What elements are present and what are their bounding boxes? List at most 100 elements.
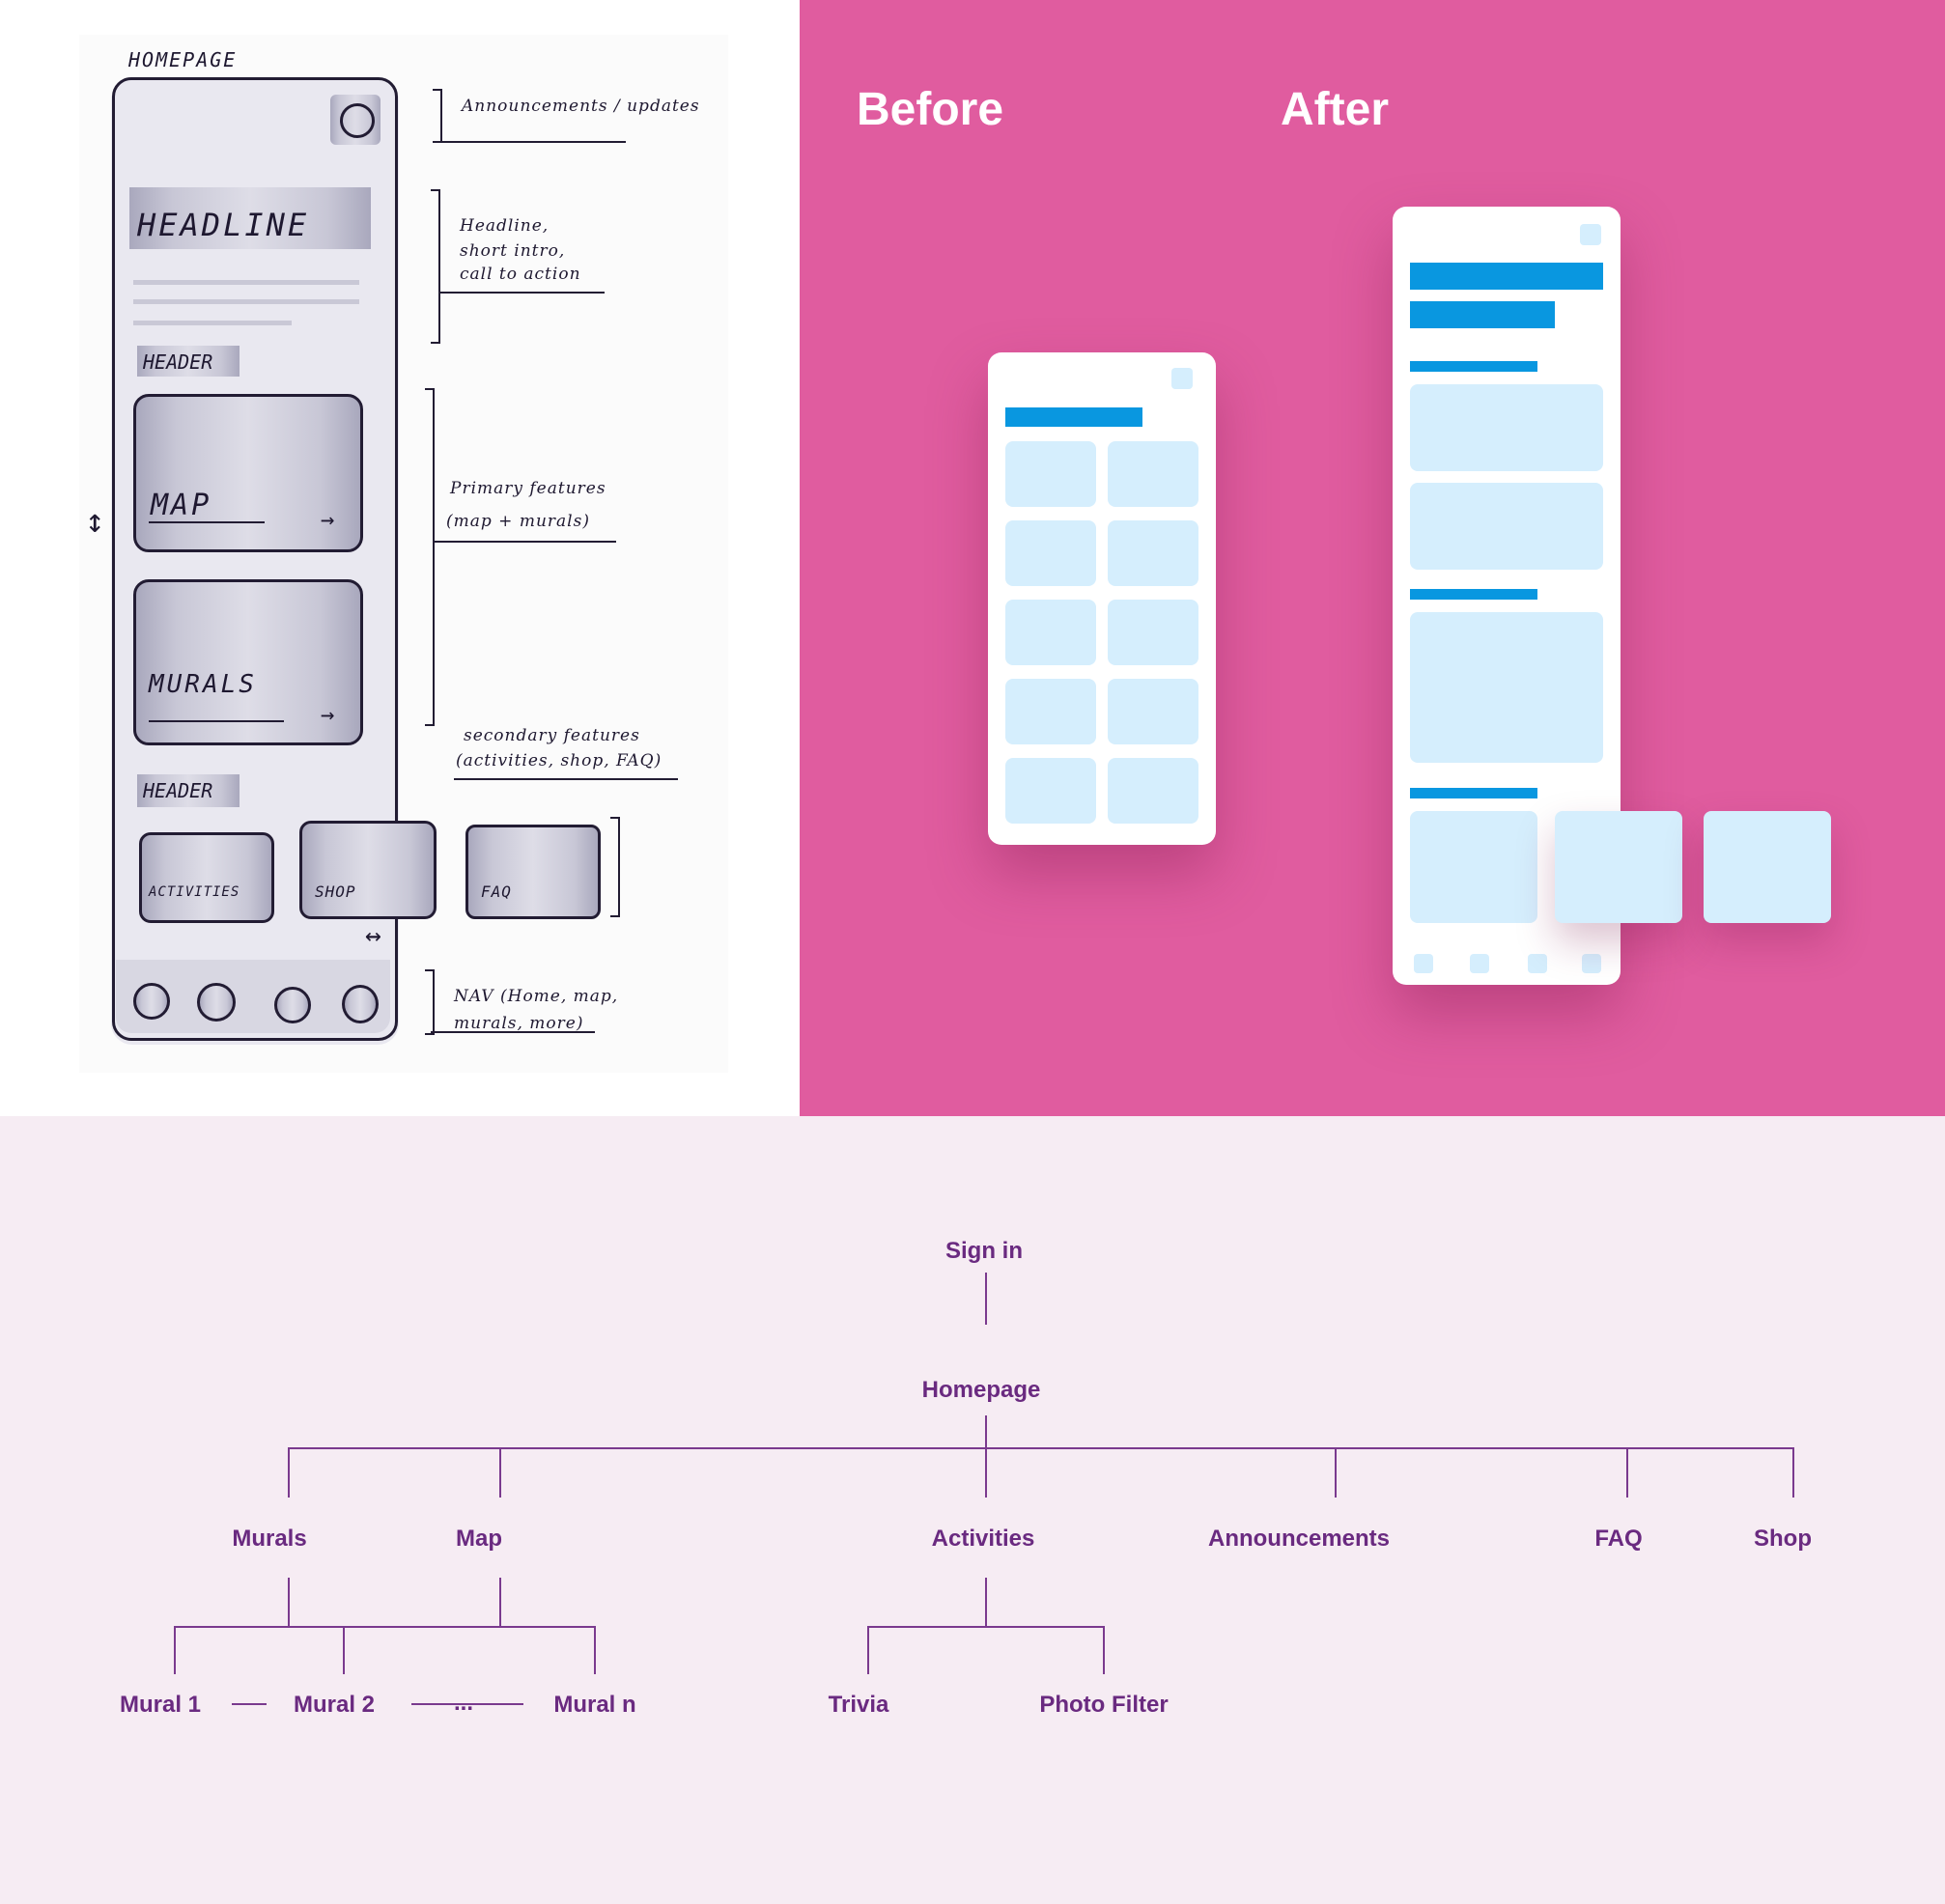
sketch-header: HEADER [143,779,213,802]
sketch-underline [149,521,265,523]
note-underline [431,1031,595,1033]
note-nav-1: NAV (Home, map, [454,987,619,1006]
compare-panel: Before After [800,0,1945,1116]
sketch-title: HOMEPAGE [128,48,238,71]
after-large-card [1410,612,1603,763]
after-nav-dot [1582,954,1601,973]
connector-line [288,1447,1794,1449]
after-corner-square [1580,224,1601,245]
note-underline [433,141,626,143]
node-murals: Murals [232,1526,307,1552]
after-header-bar [1410,589,1537,600]
node-mural-2: Mural 2 [293,1692,376,1718]
after-subheadline-bar [1410,301,1555,328]
node-homepage: Homepage [921,1377,1041,1403]
before-tile [1005,520,1096,586]
sketch-header: HEADER [143,350,213,374]
connector-line [232,1703,267,1705]
before-title-bar [1005,407,1142,427]
sketch-map-label: MAP [151,489,212,522]
connector-line [867,1626,1105,1628]
connector-line [594,1626,596,1674]
before-tile [1005,600,1096,665]
after-feature-card [1410,384,1603,471]
node-map: Map [456,1526,502,1552]
connector-line [985,1578,987,1626]
note-headline-3: call to action [460,265,581,284]
after-phone [1393,207,1621,985]
note-primary-1: Primary features [450,479,606,498]
before-tile [1108,600,1198,665]
node-photo-filter: Photo Filter [1039,1692,1169,1718]
before-tile [1005,441,1096,507]
sketch-shop-label: SHOP [315,882,356,901]
sketch-underline [149,720,284,722]
note-secondary-1: secondary features [464,726,640,745]
node-mural-1: Mural 1 [119,1692,202,1718]
connector-line [867,1626,869,1674]
connector-line [1335,1447,1337,1498]
before-tile [1108,441,1198,507]
before-tile [1108,520,1198,586]
node-ellipsis: ... [453,1690,474,1716]
sketch-header-block [137,774,240,807]
connector-line [288,1578,290,1626]
note-nav-2: murals, more) [454,1014,584,1033]
sketch-bracket [425,388,435,726]
note-headline-1: Headline, [460,216,550,236]
before-corner-square [1171,368,1193,389]
note-primary-2: (map + murals) [446,512,590,531]
arrow-right-icon: → [321,701,335,728]
after-label: After [1280,84,1389,135]
sketch-activities-label: ACTIVITIES [149,884,240,900]
nav-map-icon [197,983,236,1022]
connector-line [985,1447,987,1498]
note-underline [454,778,678,780]
connector-line [1626,1447,1628,1498]
connector-line [174,1626,176,1674]
after-nav-dot [1528,954,1547,973]
sketch-text-line [133,299,359,304]
after-carousel-card [1555,811,1682,923]
sketch-text-line [133,321,292,325]
note-announcements: Announcements / updates [462,97,700,116]
connector-line [343,1626,345,1674]
after-nav-dot [1414,954,1433,973]
connector-line [499,1578,501,1626]
nav-murals-icon [274,987,311,1023]
before-label: Before [856,84,1004,135]
after-carousel-card [1704,811,1831,923]
sketch-headline-block [129,187,371,249]
connector-line [1792,1447,1794,1498]
sketch-headline: HEADLINE [137,207,310,243]
node-faq: FAQ [1594,1526,1643,1552]
connector-line [1103,1626,1105,1674]
after-header-bar [1410,788,1537,798]
arrow-right-icon: → [321,506,335,533]
before-tile [1108,758,1198,824]
node-activities: Activities [931,1526,1035,1552]
after-nav-dot [1470,954,1489,973]
node-mural-n: Mural n [553,1692,636,1718]
sketch-murals-card [133,579,363,745]
node-sign-in: Sign in [945,1238,1023,1264]
after-headline-bar [1410,263,1603,290]
node-trivia: Trivia [828,1692,889,1718]
before-phone [988,352,1216,845]
scroll-vertical-icon: ↕ [85,502,105,541]
before-tile [1005,679,1096,744]
sketch-text-line [133,280,359,285]
announcement-icon [340,103,375,138]
connector-line [411,1703,523,1705]
connector-line [174,1626,596,1628]
before-tile [1005,758,1096,824]
sketch-bracket [425,969,435,1035]
sitemap: Sign in Homepage Murals Map Activities A… [0,1116,1945,1904]
sketch-murals-label: MURALS [149,670,257,699]
sketch-header-block [137,346,240,377]
note-underline [433,541,616,543]
sketch-faq-label: FAQ [481,882,512,901]
sketch-bracket [610,817,620,917]
nav-more-icon [342,985,379,1023]
after-feature-card [1410,483,1603,570]
